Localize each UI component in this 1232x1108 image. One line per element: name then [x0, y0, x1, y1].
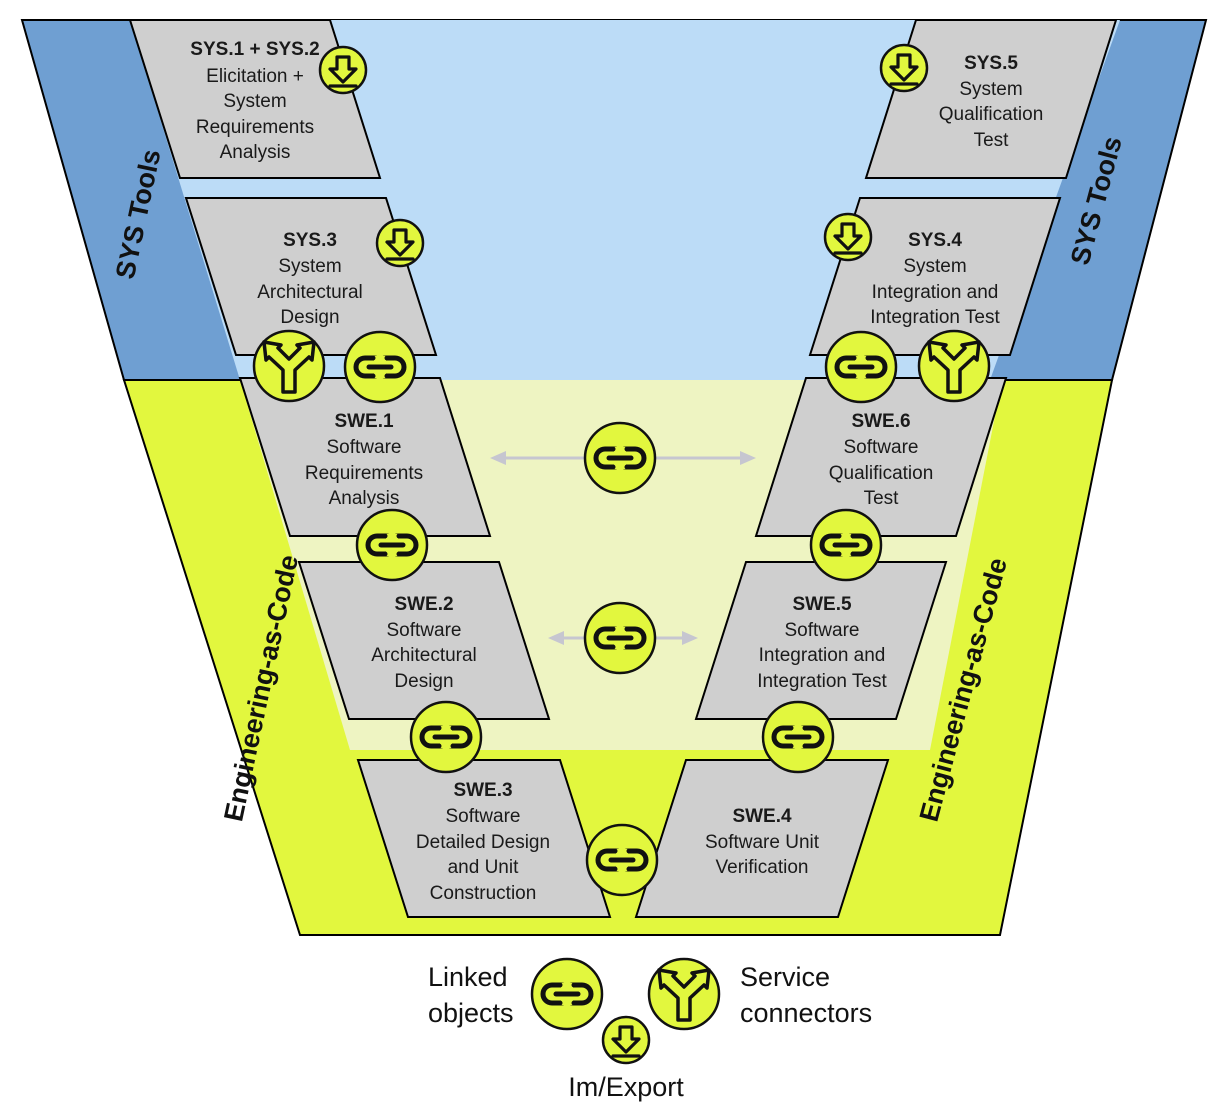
process-line: Requirements: [305, 463, 423, 484]
process-line: System: [959, 79, 1022, 100]
process-line: Qualification: [939, 104, 1044, 125]
process-line: Elicitation +: [206, 66, 304, 87]
link-icon: [761, 700, 835, 774]
process-line: Software: [785, 620, 860, 641]
link-icon: [409, 700, 483, 774]
legend-imexport: Im/Export: [568, 1072, 684, 1102]
process-swe6: SWE.6 Software Qualification Test: [754, 377, 1008, 537]
legend-linked-line2: objects: [428, 998, 514, 1028]
process-line: and Unit: [448, 857, 519, 878]
link-icon: [355, 508, 429, 582]
process-swe3: SWE.3 Software Detailed Design and Unit …: [356, 759, 612, 918]
link-icon: [530, 957, 604, 1031]
legend-linked-line1: Linked: [428, 962, 508, 992]
link-icon: [343, 330, 417, 404]
process-id: SWE.4: [732, 806, 792, 827]
process-id: SWE.5: [792, 594, 852, 615]
process-sys4: SYS.4 System Integration and Integration…: [808, 197, 1062, 356]
process-id: SWE.6: [851, 411, 910, 432]
link-icon: [809, 508, 883, 582]
process-line: Software: [327, 437, 402, 458]
process-line: Test: [974, 130, 1010, 151]
link-icon: [583, 601, 657, 675]
process-id: SWE.2: [394, 594, 453, 615]
process-line: Integration Test: [870, 307, 1000, 328]
process-id: SYS.3: [283, 230, 337, 251]
process-line: Architectural: [371, 645, 477, 666]
process-swe5: SWE.5 Software Integration and Integrati…: [694, 561, 948, 720]
process-line: Software: [446, 806, 521, 827]
process-sys3: SYS.3 System Architectural Design: [184, 197, 438, 356]
process-id: SWE.3: [453, 780, 512, 801]
download-icon: [318, 45, 368, 95]
process-line: Detailed Design: [416, 832, 550, 853]
process-line: Software Unit: [705, 832, 820, 853]
process-id: SYS.5: [964, 53, 1018, 74]
process-line: Architectural: [257, 282, 363, 303]
legend-service-line1: Service: [740, 962, 830, 992]
link-icon: [585, 823, 659, 897]
process-line: Qualification: [829, 463, 934, 484]
process-id: SYS.4: [908, 230, 962, 251]
process-line: Integration and: [759, 645, 886, 666]
process-line: Design: [280, 307, 339, 328]
download-icon: [375, 218, 425, 268]
legend-service-line2: connectors: [740, 998, 872, 1028]
process-line: System: [223, 91, 286, 112]
legend: Linked objects Service connectors Im/Exp…: [428, 957, 872, 1102]
process-swe4: SWE.4 Software Unit Verification: [634, 759, 890, 918]
link-icon: [824, 330, 898, 404]
split-arrow-icon: [252, 329, 326, 403]
process-line: Design: [394, 671, 453, 692]
split-arrow-icon: [647, 957, 721, 1031]
process-line: Integration Test: [757, 671, 887, 692]
process-sys12: SYS.1 + SYS.2 Elicitation + System Requi…: [128, 19, 382, 179]
process-line: Analysis: [329, 488, 400, 509]
process-line: Construction: [430, 883, 537, 904]
process-sys5: SYS.5 System Qualification Test: [864, 19, 1118, 179]
split-arrow-icon: [917, 329, 991, 403]
process-line: Integration and: [872, 282, 999, 303]
process-line: System: [278, 256, 341, 277]
process-id: SYS.1 + SYS.2: [190, 39, 319, 60]
download-icon: [601, 1015, 651, 1065]
link-icon: [583, 421, 657, 495]
process-line: Analysis: [220, 142, 291, 163]
process-id: SWE.1: [334, 411, 394, 432]
process-line: Test: [864, 488, 900, 509]
process-line: System: [903, 256, 966, 277]
process-swe2: SWE.2 Software Architectural Design: [297, 561, 551, 720]
download-icon: [879, 43, 929, 93]
download-icon: [823, 212, 873, 262]
process-line: Verification: [716, 857, 809, 878]
process-swe1: SWE.1 Software Requirements Analysis: [238, 377, 492, 537]
process-line: Software: [844, 437, 919, 458]
process-line: Requirements: [196, 117, 314, 138]
process-line: Software: [387, 620, 462, 641]
